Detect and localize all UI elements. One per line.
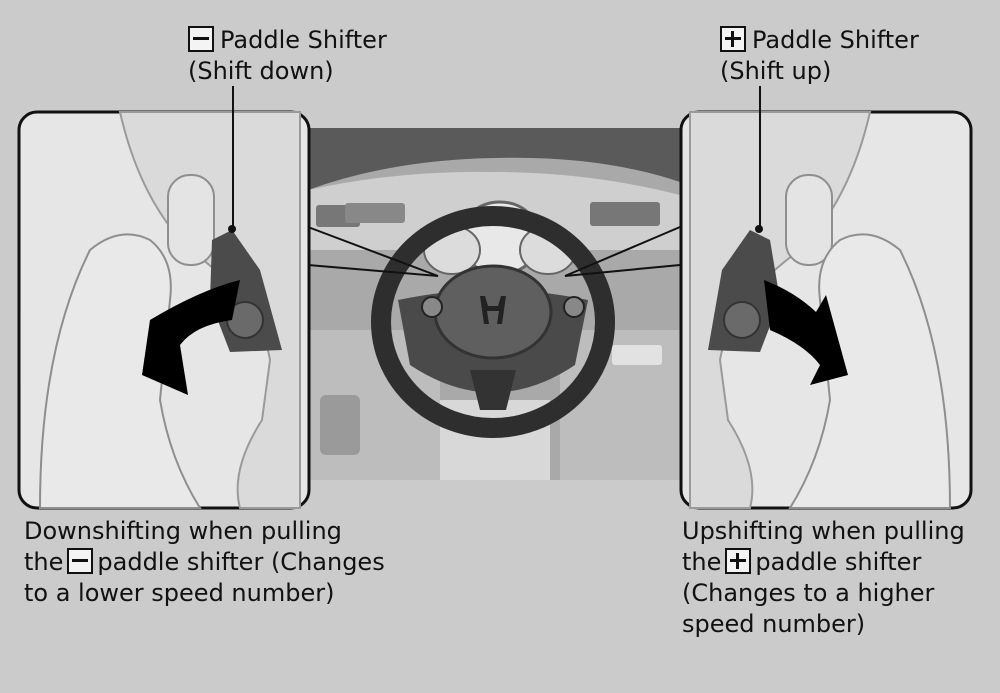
upshift-caption: Upshifting when pulling the paddle shifte… [682, 516, 965, 640]
minus-callout-title: Paddle Shifter [220, 26, 387, 54]
downshift-caption-line1: Downshifting when pulling [24, 517, 342, 545]
plus-symbol-icon [725, 548, 752, 574]
downshift-caption: Downshifting when pulling the paddle shif… [24, 516, 385, 609]
right-detail-panel [679, 110, 973, 510]
upshift-caption-line4: speed number) [682, 610, 866, 638]
downshift-caption-line2-pre: the [24, 548, 64, 576]
upshift-caption-line2-pre: the [682, 548, 722, 576]
plus-symbol-icon [720, 26, 746, 52]
plus-callout-subtitle: (Shift up) [720, 57, 832, 85]
minus-symbol-icon [188, 26, 214, 52]
upshift-caption-line2-post: paddle shifter [755, 548, 922, 576]
downshift-caption-line3: to a lower speed number) [24, 579, 335, 607]
honda-logo-icon [480, 296, 506, 324]
upshift-caption-line3: (Changes to a higher [682, 579, 935, 607]
upshift-caption-line1: Upshifting when pulling [682, 517, 965, 545]
dashboard-scene [308, 128, 680, 480]
left-detail-panel [17, 110, 311, 510]
minus-callout-subtitle: (Shift down) [188, 57, 334, 85]
plus-callout: Paddle Shifter (Shift up) [720, 25, 919, 87]
minus-callout: Paddle Shifter (Shift down) [188, 25, 387, 87]
downshift-caption-line2-post: paddle shifter (Changes [97, 548, 385, 576]
plus-callout-title: Paddle Shifter [752, 26, 919, 54]
minus-symbol-icon [67, 548, 94, 574]
